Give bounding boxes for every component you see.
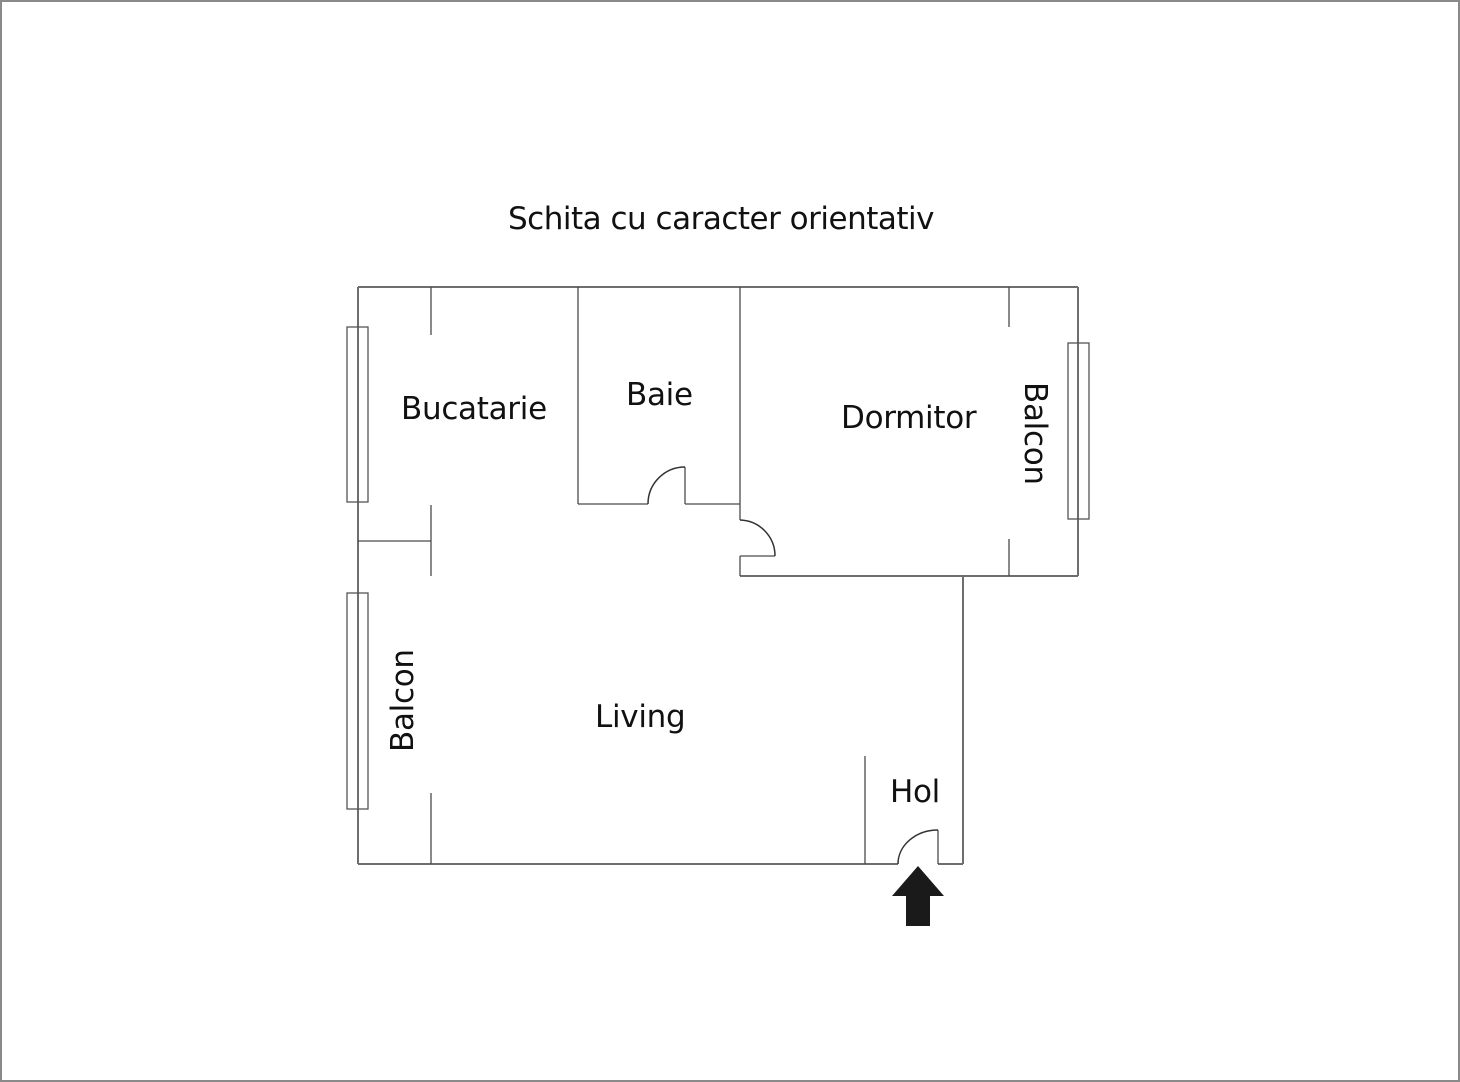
kitchen-window — [346, 326, 369, 503]
living-balcony-window — [346, 592, 369, 810]
bedroom-door-swing — [739, 519, 776, 557]
room-label-dormitor: Dormitor — [841, 400, 977, 436]
bedroom-balcony-window — [1067, 342, 1090, 520]
bathroom-door-swing — [647, 466, 686, 505]
outer-walls — [357, 286, 1079, 865]
bathroom-walls — [577, 287, 741, 505]
room-label-baie: Baie — [626, 377, 693, 413]
room-label-bucatarie: Bucatarie — [401, 391, 547, 427]
room-label-living: Living — [595, 699, 686, 735]
bedroom-door-walls — [739, 504, 775, 576]
room-label-hol: Hol — [890, 774, 940, 810]
room-label-balcon-left: Balcon — [385, 649, 421, 752]
room-label-balcon-right: Balcon — [1017, 382, 1053, 485]
arrow-up-icon — [892, 866, 944, 926]
kitchen-partitions — [358, 287, 432, 576]
entrance-door-swing — [897, 829, 939, 865]
page-title: Schita cu caracter orientativ — [508, 201, 935, 237]
